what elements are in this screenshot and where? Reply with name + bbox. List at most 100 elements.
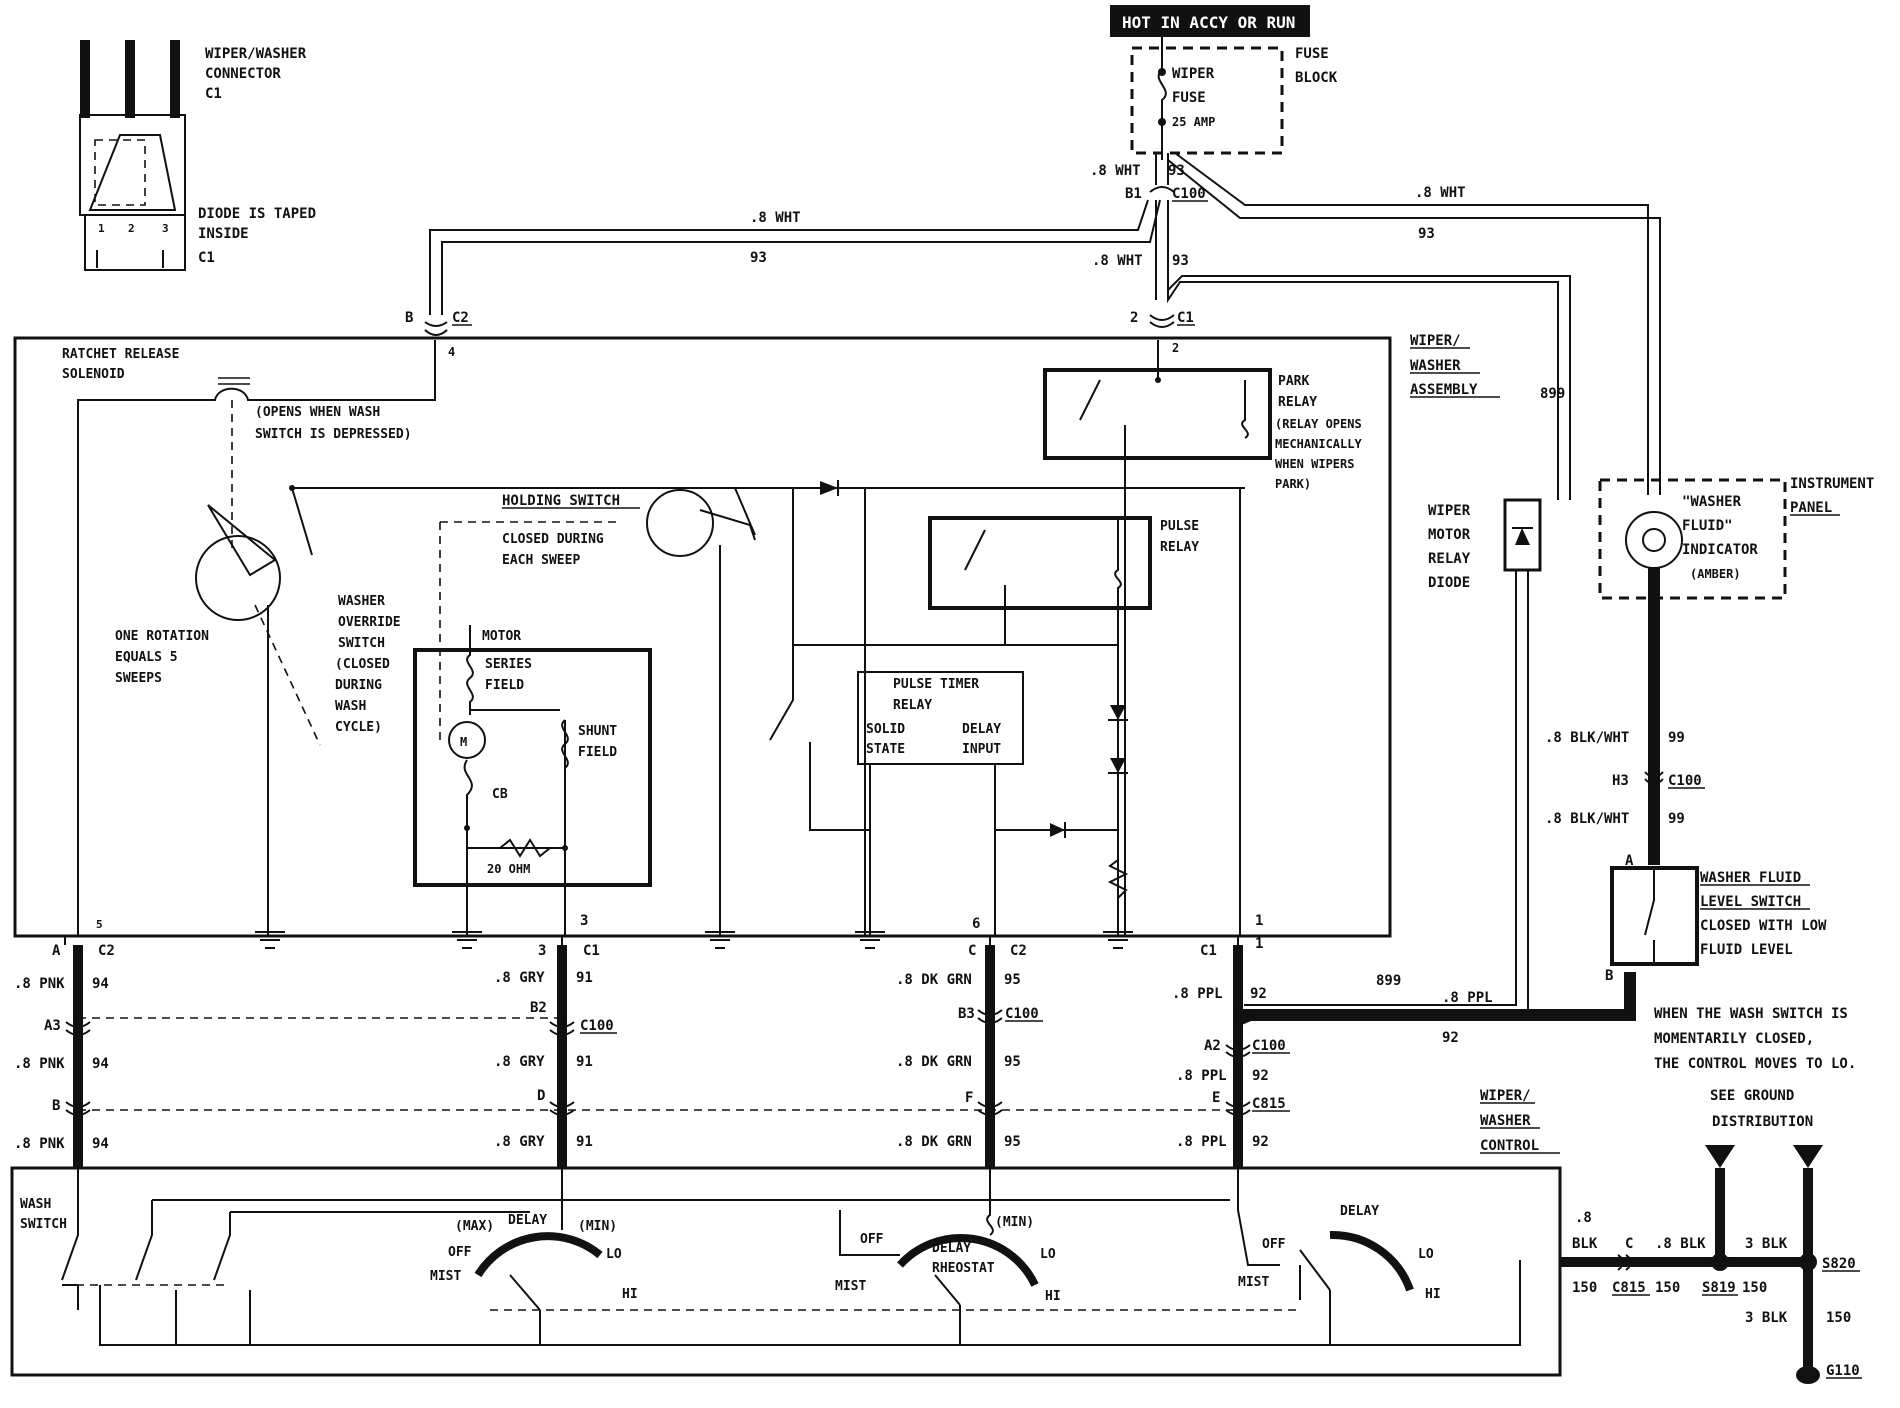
wash-switch-1: WASH xyxy=(20,1197,51,1212)
override-5: DURING xyxy=(335,678,382,693)
shunt-field-1: SHUNT xyxy=(578,724,617,739)
level-label-3: CLOSED WITH LOW xyxy=(1700,918,1827,934)
park-relay-6: PARK) xyxy=(1275,477,1311,491)
g-150c: 150 xyxy=(1742,1280,1767,1296)
control-title-2: WASHER xyxy=(1480,1113,1531,1129)
fuse-dashed-box xyxy=(1130,46,1284,155)
sw1-max: (MAX) xyxy=(455,1219,494,1234)
instrument-label-2: PANEL xyxy=(1790,500,1832,516)
fuse-name-2: FUSE xyxy=(1172,90,1206,106)
override-3: SWITCH xyxy=(338,636,385,651)
wire-right-93: 93 xyxy=(1418,226,1435,242)
fuse-rating: 25 AMP xyxy=(1172,115,1215,129)
assembly-title-2: WASHER xyxy=(1410,358,1461,374)
sw3-lo: LO xyxy=(1418,1247,1434,1262)
sw1-lo: LO xyxy=(606,1247,622,1262)
g-p8: .8 xyxy=(1575,1210,1592,1226)
override-1: WASHER xyxy=(338,594,385,609)
park-relay-1: PARK xyxy=(1278,374,1309,389)
pin-1: 1 xyxy=(98,222,105,235)
conn-b1: B1 xyxy=(1125,186,1142,202)
wire-right-wht: .8 WHT xyxy=(1415,185,1466,201)
override-4: (CLOSED xyxy=(335,657,390,672)
w-92-r: 92 xyxy=(1442,1030,1459,1046)
n91-3: 91 xyxy=(576,1134,593,1150)
conn-c815: C815 xyxy=(1252,1096,1286,1112)
pnk-3: .8 PNK xyxy=(14,1136,65,1152)
connector-c1-label: C1 xyxy=(198,250,215,266)
hot-banner xyxy=(1110,5,1310,37)
diode-note-1: DIODE IS TAPED xyxy=(198,206,316,222)
conn-a3: A3 xyxy=(44,1018,61,1034)
n94-2: 94 xyxy=(92,1056,109,1072)
g-150b: 150 xyxy=(1655,1280,1680,1296)
wire-left-93: 93 xyxy=(750,250,767,266)
opens-note-1: (OPENS WHEN WASH xyxy=(255,405,380,420)
n94-1: 94 xyxy=(92,976,109,992)
fuse-block-label-1: FUSE xyxy=(1295,46,1329,62)
level-label-1: WASHER FLUID xyxy=(1700,870,1801,886)
conn-c100c: C100 xyxy=(1252,1038,1286,1054)
conn-h3: H3 xyxy=(1612,773,1629,789)
g-150d: 150 xyxy=(1826,1310,1851,1326)
b-a: A xyxy=(52,943,61,959)
pin-6: 6 xyxy=(972,916,980,932)
motor-m: M xyxy=(460,735,467,749)
w-899: 899 xyxy=(1376,973,1401,989)
pin-2: 2 xyxy=(128,222,135,235)
b-c1a: C1 xyxy=(583,943,600,959)
pnk-2: .8 PNK xyxy=(14,1056,65,1072)
sw3-off: OFF xyxy=(1262,1237,1286,1252)
blkwht-2: .8 BLK/WHT xyxy=(1545,811,1629,827)
top-wires: .8 WHT 93 .8 WHT 93 B1 C100 .8 WHT 93 .8… xyxy=(405,152,1661,500)
park-relay-2: RELAY xyxy=(1278,395,1317,410)
sw3-hi: HI xyxy=(1425,1287,1441,1302)
pin-3: 3 xyxy=(162,222,169,235)
bottom-wires: .8 PNK 94 A3 .8 PNK 94 B .8 PNK 94 .8 GR… xyxy=(14,945,1493,1168)
conn-a2: A2 xyxy=(1204,1038,1221,1054)
note-3: THE CONTROL MOVES TO LO. xyxy=(1654,1056,1856,1072)
timer-2: RELAY xyxy=(893,698,932,713)
g-c815: C815 xyxy=(1612,1280,1646,1296)
g-c: C xyxy=(1625,1236,1633,1252)
pnk-1: .8 PNK xyxy=(14,976,65,992)
sw2-lo: LO xyxy=(1040,1247,1056,1262)
level-b: B xyxy=(1605,968,1613,984)
closed-during-1: CLOSED DURING xyxy=(502,532,604,547)
timer-6: INPUT xyxy=(962,742,1001,757)
park-relay-5: WHEN WIPERS xyxy=(1275,457,1354,471)
level-a: A xyxy=(1625,853,1634,869)
see-ground-1: SEE GROUND xyxy=(1710,1088,1794,1104)
conn-b2: B2 xyxy=(530,1000,547,1016)
sw2-off: OFF xyxy=(860,1232,884,1247)
g-s819: S819 xyxy=(1702,1280,1736,1296)
w-ppl-r: .8 PPL xyxy=(1442,990,1493,1006)
fuse-name-1: WIPER xyxy=(1172,66,1215,82)
park-relay-3: (RELAY OPENS xyxy=(1275,417,1362,431)
wiper-motor-relay-diode: WIPER MOTOR RELAY DIODE xyxy=(1244,498,1542,1018)
n92-2: 92 xyxy=(1252,1068,1269,1084)
c2-pin: 4 xyxy=(448,345,455,359)
sw2-rheostat: RHEOSTAT xyxy=(932,1261,995,1276)
ppl-2: .8 PPL xyxy=(1176,1068,1227,1084)
connector-title-1: WIPER/WASHER xyxy=(205,46,307,62)
ratchet-label-2: SOLENOID xyxy=(62,367,125,382)
gry-3: .8 GRY xyxy=(494,1134,545,1150)
conn-d: D xyxy=(537,1088,545,1104)
override-7: CYCLE) xyxy=(335,720,382,735)
pin-5: 5 xyxy=(96,918,103,931)
wire-mid-wht: .8 WHT xyxy=(1092,253,1143,269)
sw1-min: (MIN) xyxy=(578,1219,617,1234)
g-150a: 150 xyxy=(1572,1280,1597,1296)
indicator-4: (AMBER) xyxy=(1690,567,1741,581)
timer-4: STATE xyxy=(866,742,905,757)
one-rotation-3: SWEEPS xyxy=(115,671,162,686)
grn-1: .8 DK GRN xyxy=(896,972,972,988)
gry-2: .8 GRY xyxy=(494,1054,545,1070)
conn-c100-top: C100 xyxy=(1172,186,1206,202)
b-c2b: C2 xyxy=(1010,943,1027,959)
ppl-1: .8 PPL xyxy=(1172,986,1223,1002)
level-label-2: LEVEL SWITCH xyxy=(1700,894,1801,910)
see-ground-2: DISTRIBUTION xyxy=(1712,1114,1813,1130)
